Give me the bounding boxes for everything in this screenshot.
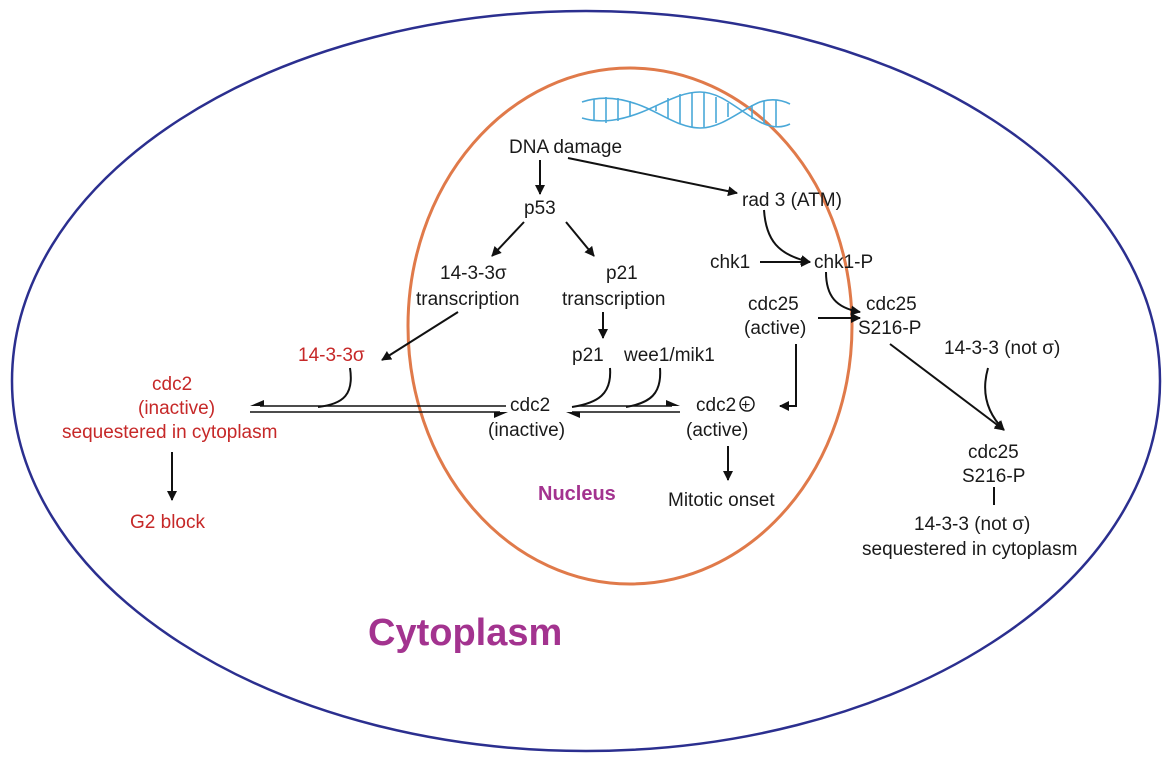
- sigma-transcription-label-2: transcription: [416, 289, 520, 310]
- cdc25-s216-label-2: S216-P: [858, 318, 921, 339]
- cdc2-sequestered-label-1: cdc2: [152, 374, 192, 395]
- cdc2-inactive-label-2: (inactive): [488, 420, 565, 441]
- cdc25-s216-label-1: cdc25: [866, 294, 917, 315]
- cytoplasm-label: Cytoplasm: [368, 612, 562, 654]
- not-sigma-sequestered-label-2: sequestered in cytoplasm: [862, 539, 1077, 560]
- connectors: [167, 157, 1005, 505]
- cdc2-active-label-1: cdc2: [696, 395, 736, 416]
- wee1-mik1-label: wee1/mik1: [623, 345, 715, 366]
- nucleus-membrane: [406, 66, 854, 586]
- sigma-protein-label: 14-3-3σ: [298, 345, 365, 366]
- cdc25-active-label-2: (active): [744, 318, 806, 339]
- chk1-label: chk1: [710, 252, 750, 273]
- p21-transcription-label-2: transcription: [562, 289, 666, 310]
- cdc2-inactive-label-1: cdc2: [510, 395, 550, 416]
- cdc25-active-label-1: cdc25: [748, 294, 799, 315]
- dna-helix-icon: [581, 91, 791, 129]
- cdc2-sequestered-label-2: (inactive): [138, 398, 215, 419]
- nucleus-label: Nucleus: [538, 483, 616, 505]
- plus-circle-icon: [739, 396, 755, 412]
- cdc25-cytoplasm-label-1: cdc25: [968, 442, 1019, 463]
- cdc25-cytoplasm-label-2: S216-P: [962, 466, 1025, 487]
- mitotic-onset-label: Mitotic onset: [668, 490, 775, 511]
- p53-label: p53: [524, 198, 556, 219]
- not-sigma-top-label: 14-3-3 (not σ): [944, 338, 1060, 359]
- not-sigma-sequestered-label-1: 14-3-3 (not σ): [914, 514, 1030, 535]
- sigma-transcription-label-1: 14-3-3σ: [440, 263, 507, 284]
- p21-transcription-label-1: p21: [606, 263, 638, 284]
- plus-sign: +: [741, 397, 750, 414]
- cdc2-active-label-2: (active): [686, 420, 748, 441]
- rad3-label: rad 3 (ATM): [742, 190, 842, 211]
- cell-membrane: [10, 9, 1162, 753]
- cdc2-sequestered-label-3: sequestered in cytoplasm: [62, 422, 277, 443]
- g2-block-label: G2 block: [130, 512, 205, 533]
- p21-label: p21: [572, 345, 604, 366]
- dna-damage-label: DNA damage: [509, 137, 622, 158]
- chk1-p-label: chk1-P: [814, 252, 873, 273]
